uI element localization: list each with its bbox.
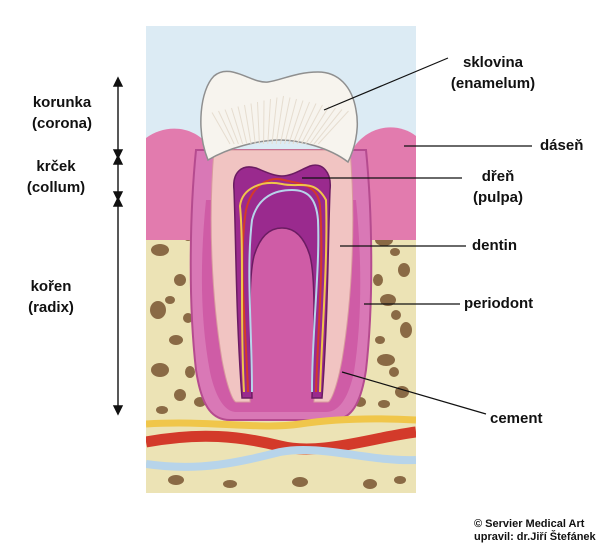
bone-pore xyxy=(390,248,400,256)
bone-pore xyxy=(174,389,186,401)
label-pulp-latin: (pulpa) xyxy=(473,189,523,206)
label-enamel-name: sklovina xyxy=(462,54,524,71)
enamel-rib xyxy=(309,107,336,145)
label-enamel: sklovina (enamelum) xyxy=(436,52,550,94)
enamel-rib xyxy=(231,107,244,145)
enamel-rib xyxy=(244,104,252,145)
label-crown-latin: (corona) xyxy=(32,115,92,132)
enamel-rib xyxy=(271,97,278,145)
label-periodontium: periodont xyxy=(464,295,534,312)
enamel-rib xyxy=(305,106,330,145)
label-cementum: cement xyxy=(490,410,543,427)
enamel-rib xyxy=(257,101,260,145)
enamel-rib xyxy=(313,109,343,145)
label-pulp-name: dřeň xyxy=(481,168,515,185)
enamel-rib xyxy=(250,103,256,145)
bone-pore xyxy=(373,274,383,286)
bone-pore xyxy=(391,310,401,320)
credit-line-1: © Servier Medical Art xyxy=(474,518,585,530)
bone-pore xyxy=(363,479,377,489)
enamel-rib xyxy=(292,101,310,145)
region-arrows xyxy=(112,76,124,416)
bone-pore xyxy=(151,244,169,256)
enamel-rib xyxy=(224,109,239,145)
bone-pore xyxy=(223,480,237,488)
bone-pore xyxy=(150,301,166,319)
label-dentin: dentin xyxy=(472,237,517,254)
bone-pore xyxy=(389,367,399,377)
enamel-rib xyxy=(211,112,231,145)
pulp-nerve xyxy=(238,182,328,393)
credit-line-2: upravil: dr.Jiří Štefánek xyxy=(474,531,596,543)
leader-lines xyxy=(302,57,532,415)
enamel-rib xyxy=(300,104,323,145)
leader-cementum xyxy=(341,371,487,415)
enamel-rib xyxy=(275,95,284,145)
bone-pore xyxy=(168,475,184,485)
enamel-rib xyxy=(288,100,304,145)
label-pulp: dřeň (pulpa) xyxy=(462,166,534,208)
label-gum: dáseň xyxy=(540,137,584,154)
bone-pore xyxy=(165,296,175,304)
vein-bundle xyxy=(146,445,416,471)
label-root: kořen (radix) xyxy=(22,276,80,318)
label-neck: krček (collum) xyxy=(20,156,92,198)
enamel-rib xyxy=(267,98,271,145)
label-root-latin: (radix) xyxy=(28,299,74,316)
enamel-rib xyxy=(279,97,291,145)
enamel-rib xyxy=(284,98,297,145)
label-crown-name: korunka xyxy=(32,94,92,111)
label-root-name: kořen xyxy=(30,278,72,295)
bone-pore xyxy=(151,363,169,377)
nerve-bundle xyxy=(146,415,416,430)
bone-pore xyxy=(174,274,186,286)
bone-pore xyxy=(292,477,308,487)
enamel-rib xyxy=(296,103,317,145)
leader-enamel xyxy=(323,57,449,111)
bone-pore xyxy=(394,476,406,484)
bone-pore xyxy=(380,294,396,306)
enamel-texture xyxy=(211,95,349,145)
artery-bundle xyxy=(146,426,416,455)
bone-pore xyxy=(377,354,395,366)
bone-pore xyxy=(375,336,385,344)
bone-pore xyxy=(169,335,183,345)
label-neck-name: krček xyxy=(36,158,76,175)
bone-pore xyxy=(398,263,410,277)
enamel-rib xyxy=(317,110,349,145)
label-neck-latin: (collum) xyxy=(26,179,86,196)
enamel-rib xyxy=(218,110,235,145)
bone-pore xyxy=(400,322,412,338)
bone-pore xyxy=(378,400,390,408)
bone-pore xyxy=(183,313,193,323)
pulp-vein xyxy=(248,188,320,393)
label-crown: korunka (corona) xyxy=(20,92,104,134)
bone-pore xyxy=(156,406,168,414)
enamel-rib xyxy=(237,106,248,145)
bone-pore xyxy=(185,366,195,378)
label-enamel-latin: (enamelum) xyxy=(450,75,536,92)
